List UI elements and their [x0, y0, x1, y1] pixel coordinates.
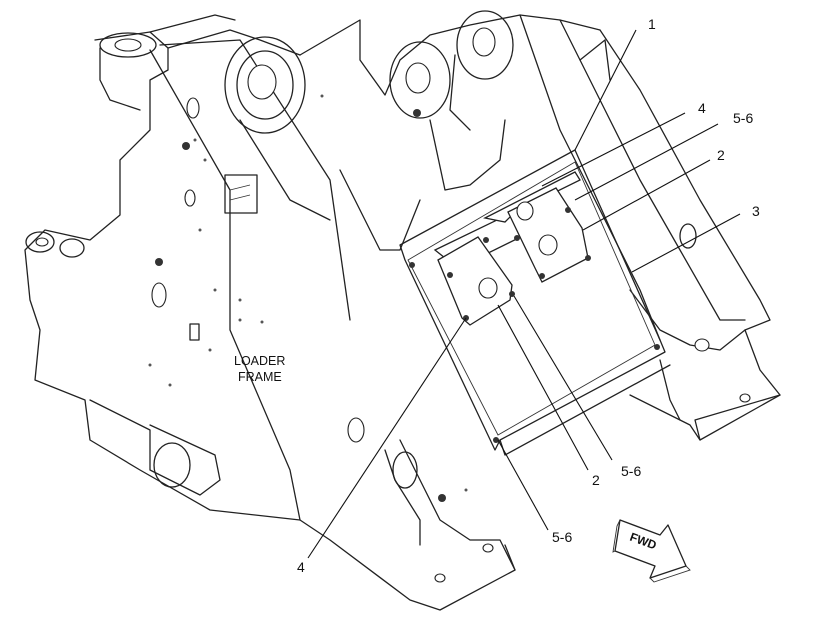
frame-label-line2: FRAME [238, 370, 282, 384]
callout-5-6-bottom: 5-6 [552, 529, 572, 545]
callout-2-top: 2 [717, 147, 725, 163]
callout-labels: 1 4 5-6 2 3 4 2 5-6 5-6 [297, 16, 760, 575]
callout-5-6-top: 5-6 [733, 110, 753, 126]
fwd-arrow: FWD [612, 519, 691, 583]
callout-5-6-mid: 5-6 [621, 463, 641, 479]
callout-4-top: 4 [698, 100, 706, 116]
loader-frame-label: LOADER FRAME [234, 354, 285, 384]
callout-1: 1 [648, 16, 656, 32]
fwd-arrow-icon [614, 519, 687, 579]
loader-frame-body [24, 10, 781, 611]
callout-4-bottom: 4 [297, 559, 305, 575]
leader-lines [307, 29, 741, 559]
wear-plate-assembly [399, 149, 671, 456]
callout-2-bottom: 2 [592, 472, 600, 488]
frame-label-line1: LOADER [234, 354, 285, 368]
callout-3: 3 [752, 203, 760, 219]
